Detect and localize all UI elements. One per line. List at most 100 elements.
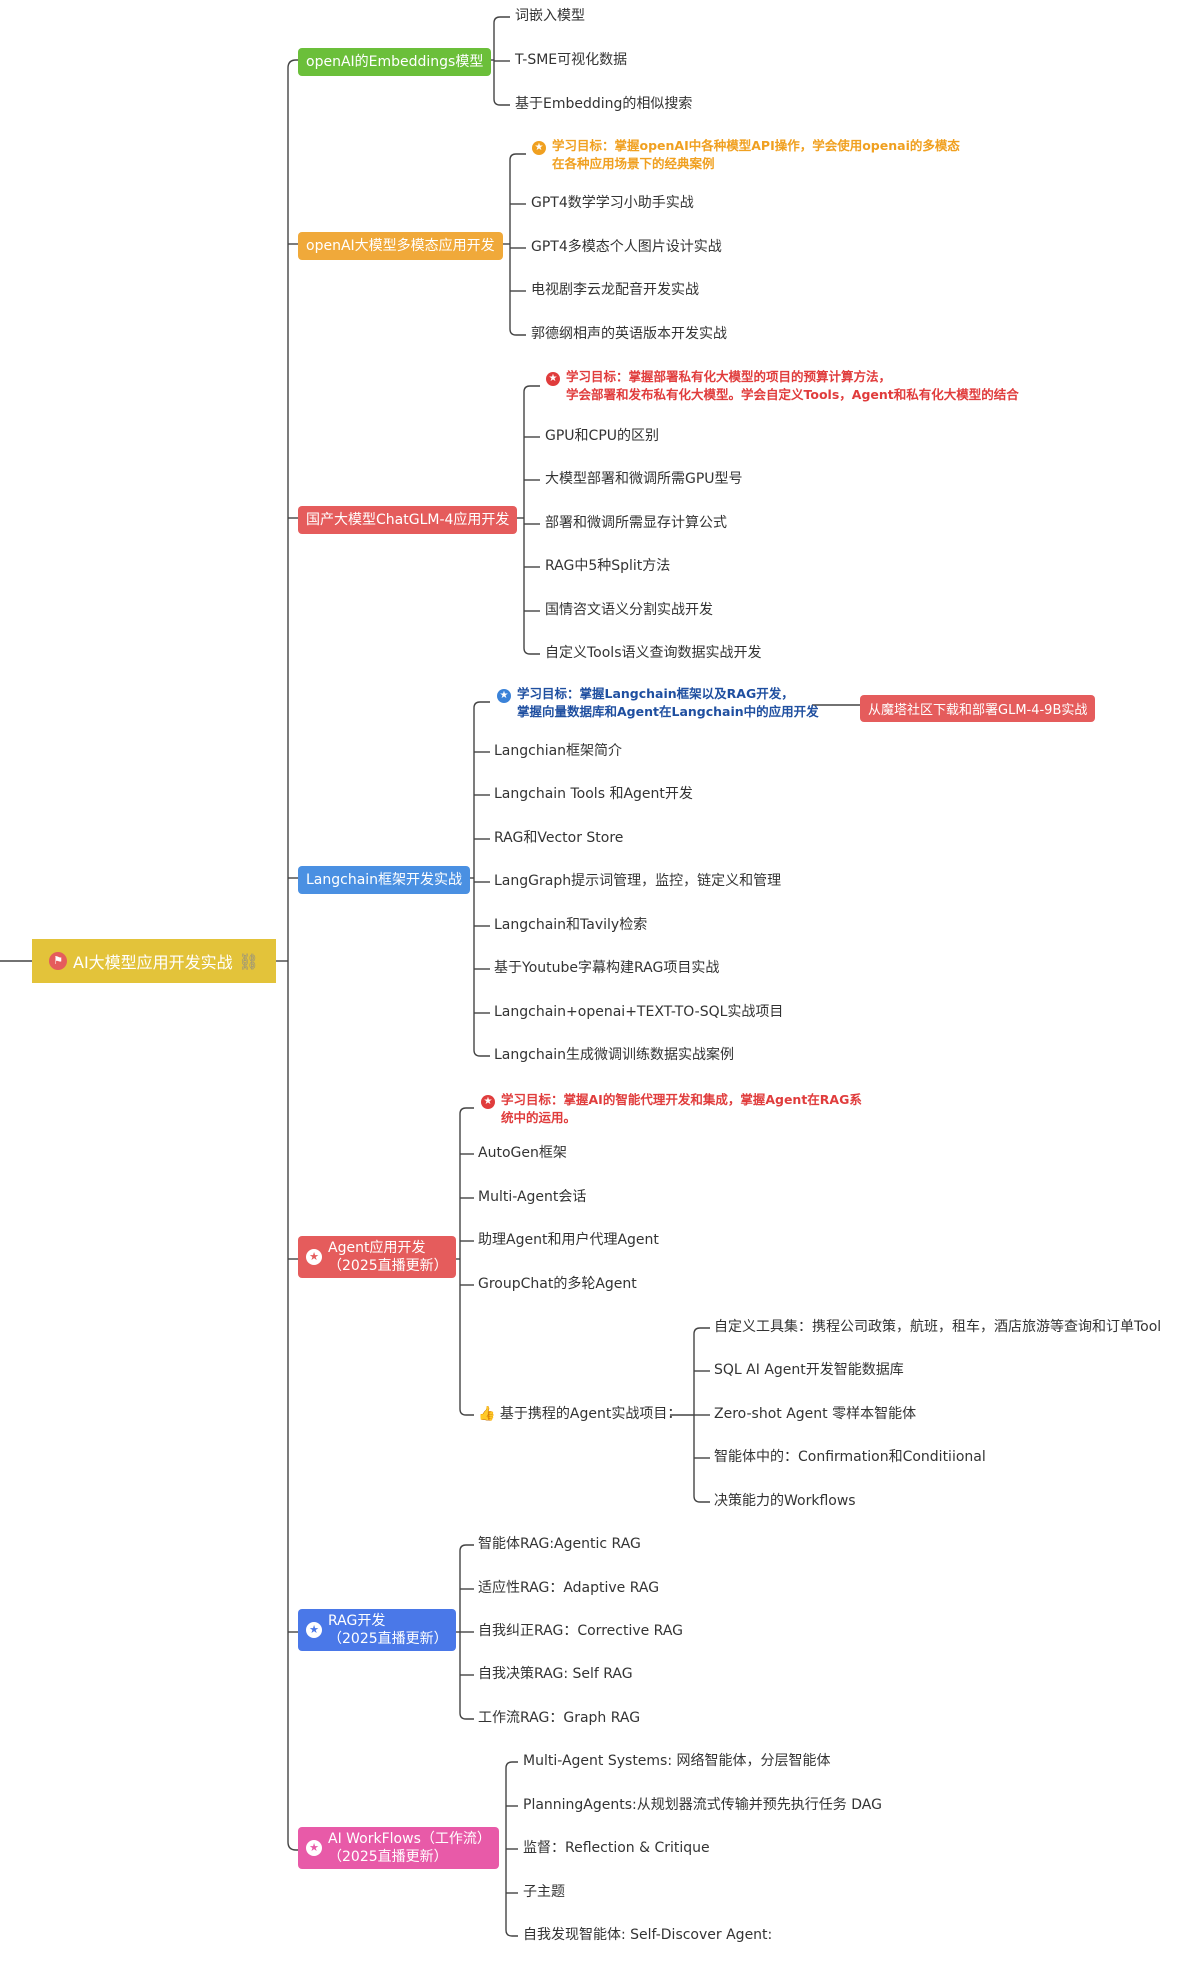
bracket-top [523,385,540,393]
branch-sublabel: （2025直播更新） [328,1631,448,1647]
branch-langchain[interactable]: Langchain框架开发实战 [298,866,471,894]
list-item[interactable]: 大模型部署和微调所需GPU型号 [545,471,743,487]
learning-goal: ★ 学习目标：掌握部署私有化大模型的项目的预算计算方法， 学会部署和发布私有化大… [546,368,1019,404]
star-icon: ★ [546,372,560,386]
list-item[interactable]: 自定义Tools语义查询数据实战开发 [545,645,762,661]
list-item[interactable]: 工作流RAG：Graph RAG [478,1710,641,1726]
goal-line: 学习目标：掌握部署私有化大模型的项目的预算计算方法， [566,369,892,384]
list-item[interactable]: 子主题 [523,1884,565,1900]
goal-line: 统中的运用。 [501,1110,577,1125]
branch-rag[interactable]: ★ RAG开发 （2025直播更新） [298,1609,456,1651]
bracket-top [459,1107,474,1115]
trunk-top [287,59,298,69]
star-icon: ★ [306,1249,322,1265]
list-item[interactable]: 助理Agent和用户代理Agent [478,1232,659,1248]
branch-sublabel: （2025直播更新） [328,1258,448,1274]
list-item[interactable]: GroupChat的多轮Agent [478,1276,637,1292]
flag-icon: ⚑ [49,952,67,970]
list-item[interactable]: GPT4数学学习小助手实战 [531,195,694,211]
list-item[interactable]: 电视剧李云龙配音开发实战 [531,282,699,298]
branch-multimodal[interactable]: openAI大模型多模态应用开发 [298,232,503,260]
list-item[interactable]: LangGraph提示词管理，监控，链定义和管理 [494,873,782,889]
list-item[interactable]: 自我决策RAG: Self RAG [478,1666,633,1682]
root-label: AI大模型应用开发实战 [73,953,233,972]
goal-line: 学习目标：掌握openAI中各种模型API操作，学会使用openai的多模态 [552,138,960,153]
bracket-bottom [509,328,526,336]
bracket-top [459,1544,474,1552]
bracket-top [509,153,526,161]
learning-goal: ★ 学习目标：掌握openAI中各种模型API操作，学会使用openai的多模态… [532,137,960,173]
list-item[interactable]: RAG和Vector Store [494,830,624,846]
root-node[interactable]: ⚑ AI大模型应用开发实战 ⛓ [32,939,276,983]
star-icon: ★ [532,141,546,155]
callout-glm4-download[interactable]: 从魔塔社区下载和部署GLM-4-9B实战 [860,695,1096,722]
list-item[interactable]: Langchain和Tavily检索 [494,917,648,933]
goal-line: 掌握向量数据库和Agent在Langchain中的应用开发 [517,704,819,719]
list-item[interactable]: PlanningAgents:从规划器流式传输并预先执行任务 DAG [523,1797,882,1813]
star-icon: ★ [306,1622,322,1638]
list-item[interactable]: 国情咨文语义分割实战开发 [545,602,713,618]
list-item[interactable]: 部署和微调所需显存计算公式 [545,515,727,531]
list-item[interactable]: Langchian框架简介 [494,743,623,759]
bracket-top [473,701,490,709]
list-item[interactable]: RAG中5种Split方法 [545,558,671,574]
star-icon: ★ [306,1840,322,1856]
list-item[interactable]: 词嵌入模型 [515,8,585,24]
learning-goal: ★ 学习目标：掌握AI的智能代理开发和集成，掌握Agent在RAG系 统中的运用… [481,1091,862,1127]
list-item[interactable]: Zero-shot Agent 零样本智能体 [714,1406,917,1422]
bracket-bottom [473,1049,490,1057]
goal-line: 学会部署和发布私有化大模型。学会自定义Tools，Agent和私有化大模型的结合 [566,387,1019,402]
list-item[interactable]: 决策能力的Workflows [714,1493,856,1509]
goal-line: 学习目标：掌握Langchain框架以及RAG开发， [517,686,794,701]
branch-label: openAI的Embeddings模型 [306,54,484,70]
list-item[interactable]: SQL AI Agent开发智能数据库 [714,1362,904,1378]
link-icon[interactable]: ⛓ [238,951,259,971]
branch-embeddings[interactable]: openAI的Embeddings模型 [298,48,492,76]
list-item[interactable]: 基于Embedding的相似搜索 [515,96,693,112]
list-item[interactable]: Multi-Agent会话 [478,1189,587,1205]
branch-label: 国产大模型ChatGLM-4应用开发 [306,512,510,528]
bracket-bottom [493,98,510,106]
sub-topic-label: 基于携程的Agent实战项目： [499,1406,682,1422]
bracket-top [493,16,510,24]
branch-label: AI WorkFlows（工作流） [328,1831,491,1847]
branch-workflows[interactable]: ★ AI WorkFlows（工作流） （2025直播更新） [298,1827,499,1869]
bracket-bottom [693,1495,710,1503]
thumbs-up-icon: 👍 [478,1406,496,1422]
list-item[interactable]: Multi-Agent Systems: 网络智能体，分层智能体 [523,1753,831,1769]
list-item[interactable]: 监督：Reflection & Critique [523,1840,710,1856]
list-item[interactable]: 自我纠正RAG：Corrective RAG [478,1623,684,1639]
bracket-top [693,1327,710,1335]
learning-goal: ★ 学习目标：掌握Langchain框架以及RAG开发， 掌握向量数据库和Age… [497,685,819,721]
branch-label: openAI大模型多模态应用开发 [306,238,495,254]
list-item[interactable]: 基于Youtube字幕构建RAG项目实战 [494,960,720,976]
list-item[interactable]: 智能体RAG:Agentic RAG [478,1536,641,1552]
branch-agent[interactable]: ★ Agent应用开发 （2025直播更新） [298,1236,456,1278]
list-item[interactable]: 智能体中的：Confirmation和Conditiional [714,1449,986,1465]
branch-label: RAG开发 [328,1613,386,1629]
bracket-bottom [459,1408,474,1416]
bracket-bottom [523,647,540,655]
list-item[interactable]: Langchain Tools 和Agent开发 [494,786,693,802]
list-item[interactable]: AutoGen框架 [478,1145,567,1161]
star-icon: ★ [481,1095,495,1109]
bracket-bottom [459,1712,474,1720]
list-item[interactable]: 自定义工具集：携程公司政策，航班，租车，酒店旅游等查询和订单Tool [714,1319,1162,1335]
list-item[interactable]: Langchain+openai+TEXT-TO-SQL实战项目 [494,1004,784,1020]
branch-chatglm[interactable]: 国产大模型ChatGLM-4应用开发 [298,506,518,534]
list-item[interactable]: 郭德纲相声的英语版本开发实战 [531,326,727,342]
sub-topic-ctrip[interactable]: 👍 基于携程的Agent实战项目： [478,1406,681,1423]
list-item[interactable]: Langchain生成微调训练数据实战案例 [494,1047,735,1063]
list-item[interactable]: 自我发现智能体: Self-Discover Agent: [523,1927,773,1943]
list-item[interactable]: GPU和CPU的区别 [545,428,660,444]
branch-label: Langchain框架开发实战 [306,872,463,888]
trunk-bottom [287,1841,298,1851]
bracket-top [505,1761,518,1769]
branch-sublabel: （2025直播更新） [328,1849,448,1865]
goal-line: 学习目标：掌握AI的智能代理开发和集成，掌握Agent在RAG系 [501,1092,862,1107]
list-item[interactable]: T-SME可视化数据 [515,52,628,68]
list-item[interactable]: GPT4多模态个人图片设计实战 [531,239,722,255]
list-item[interactable]: 适应性RAG：Adaptive RAG [478,1580,660,1596]
branch-label: Agent应用开发 [328,1240,426,1256]
